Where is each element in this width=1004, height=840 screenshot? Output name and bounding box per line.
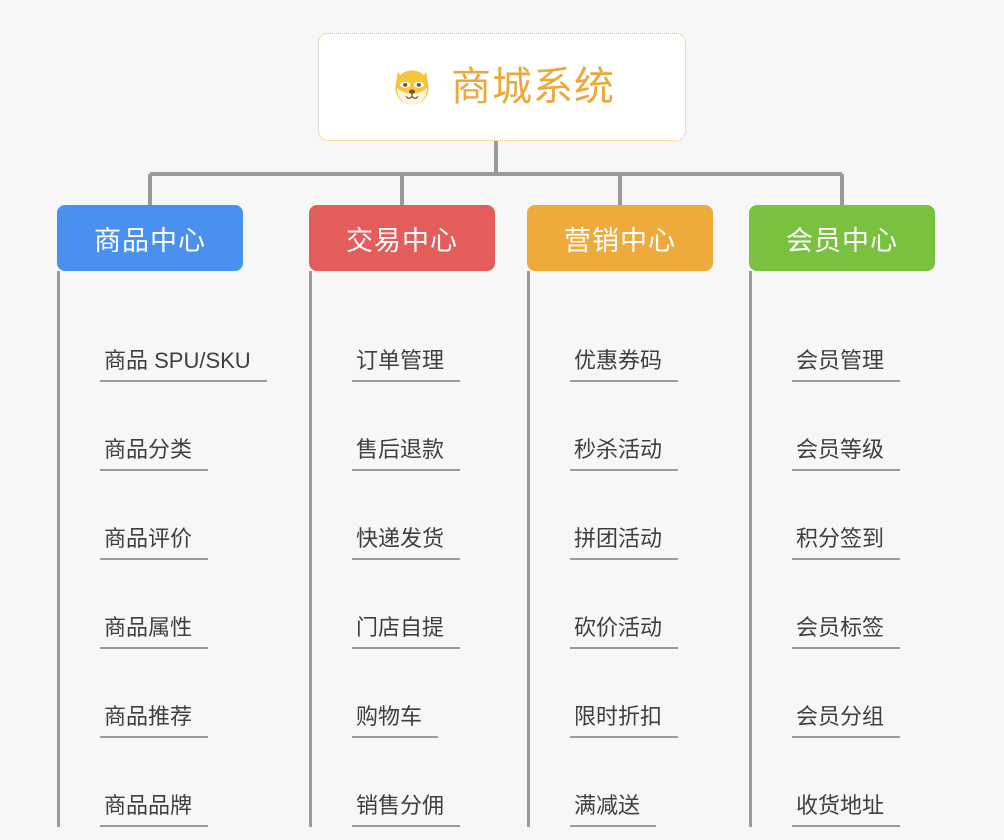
branch-items-member-center: 会员管理 会员等级 积分签到 会员标签 会员分组 收货地址 [749, 271, 935, 827]
leaf-item[interactable]: 销售分佣 [314, 738, 495, 827]
leaf-label: 订单管理 [352, 347, 461, 382]
leaf-label: 限时折扣 [570, 703, 679, 738]
branch-header-product-center[interactable]: 商品中心 [57, 205, 243, 271]
branch-column-trade-center: 交易中心 订单管理 售后退款 快递发货 门店自提 购物车 销售分佣 [309, 205, 495, 827]
branch-header-label: 商品中心 [94, 225, 206, 256]
leaf-item[interactable]: 商品推荐 [62, 649, 267, 738]
leaf-item[interactable]: 满减送 [532, 738, 713, 827]
leaf-item[interactable]: 商品分类 [62, 382, 267, 471]
branch-header-trade-center[interactable]: 交易中心 [309, 205, 495, 271]
branch-items-product-center: 商品 SPU/SKU 商品分类 商品评价 商品属性 商品推荐 商品品牌 [57, 271, 267, 827]
leaf-label: 快递发货 [352, 525, 461, 560]
leaf-item[interactable]: 会员标签 [754, 560, 935, 649]
leaf-label: 销售分佣 [352, 792, 461, 827]
leaf-label: 会员等级 [792, 436, 901, 471]
leaf-item[interactable]: 收货地址 [754, 738, 935, 827]
leaf-label: 商品推荐 [100, 703, 209, 738]
leaf-item[interactable]: 商品品牌 [62, 738, 267, 827]
leaf-item[interactable]: 购物车 [314, 649, 495, 738]
branch-header-marketing-center[interactable]: 营销中心 [527, 205, 713, 271]
leaf-item[interactable]: 拼团活动 [532, 471, 713, 560]
leaf-item[interactable]: 秒杀活动 [532, 382, 713, 471]
leaf-label: 商品 SPU/SKU [100, 347, 267, 382]
leaf-label: 会员标签 [792, 614, 901, 649]
leaf-item[interactable]: 会员管理 [754, 293, 935, 382]
branch-header-member-center[interactable]: 会员中心 [749, 205, 935, 271]
leaf-label: 购物车 [352, 703, 439, 738]
leaf-item[interactable]: 商品 SPU/SKU [62, 293, 267, 382]
leaf-item[interactable]: 商品评价 [62, 471, 267, 560]
branch-columns: 商品中心 商品 SPU/SKU 商品分类 商品评价 商品属性 商品推荐 商品品牌… [0, 205, 1004, 840]
leaf-label: 会员分组 [792, 703, 901, 738]
leaf-item[interactable]: 订单管理 [314, 293, 495, 382]
leaf-label: 秒杀活动 [570, 436, 679, 471]
branch-items-trade-center: 订单管理 售后退款 快递发货 门店自提 购物车 销售分佣 [309, 271, 495, 827]
leaf-label: 砍价活动 [570, 614, 679, 649]
leaf-label: 优惠券码 [570, 347, 679, 382]
leaf-label: 收货地址 [792, 792, 901, 827]
branch-column-member-center: 会员中心 会员管理 会员等级 积分签到 会员标签 会员分组 收货地址 [749, 205, 935, 827]
leaf-label: 门店自提 [352, 614, 461, 649]
leaf-label: 积分签到 [792, 525, 901, 560]
branch-column-marketing-center: 营销中心 优惠券码 秒杀活动 拼团活动 砍价活动 限时折扣 满减送 [527, 205, 713, 827]
leaf-label: 拼团活动 [570, 525, 679, 560]
branch-header-label: 交易中心 [346, 225, 458, 256]
leaf-label: 满减送 [570, 792, 657, 827]
branch-header-label: 会员中心 [786, 225, 898, 256]
leaf-item[interactable]: 售后退款 [314, 382, 495, 471]
leaf-label: 售后退款 [352, 436, 461, 471]
leaf-item[interactable]: 限时折扣 [532, 649, 713, 738]
leaf-item[interactable]: 门店自提 [314, 560, 495, 649]
branch-items-marketing-center: 优惠券码 秒杀活动 拼团活动 砍价活动 限时折扣 满减送 [527, 271, 713, 827]
leaf-label: 会员管理 [792, 347, 901, 382]
leaf-label: 商品属性 [100, 614, 209, 649]
leaf-item[interactable]: 会员分组 [754, 649, 935, 738]
leaf-label: 商品分类 [100, 436, 209, 471]
root-node-wrapper: 商城系统 [0, 33, 1004, 141]
leaf-item[interactable]: 优惠券码 [532, 293, 713, 382]
leaf-item[interactable]: 砍价活动 [532, 560, 713, 649]
leaf-label: 商品品牌 [100, 792, 209, 827]
leaf-label: 商品评价 [100, 525, 209, 560]
branch-column-product-center: 商品中心 商品 SPU/SKU 商品分类 商品评价 商品属性 商品推荐 商品品牌 [57, 205, 267, 827]
shiba-dog-icon [395, 70, 429, 105]
leaf-item[interactable]: 商品属性 [62, 560, 267, 649]
root-title: 商城系统 [451, 65, 615, 109]
root-node[interactable]: 商城系统 [318, 33, 686, 141]
leaf-item[interactable]: 快递发货 [314, 471, 495, 560]
branch-header-label: 营销中心 [564, 225, 676, 256]
leaf-item[interactable]: 积分签到 [754, 471, 935, 560]
leaf-item[interactable]: 会员等级 [754, 382, 935, 471]
